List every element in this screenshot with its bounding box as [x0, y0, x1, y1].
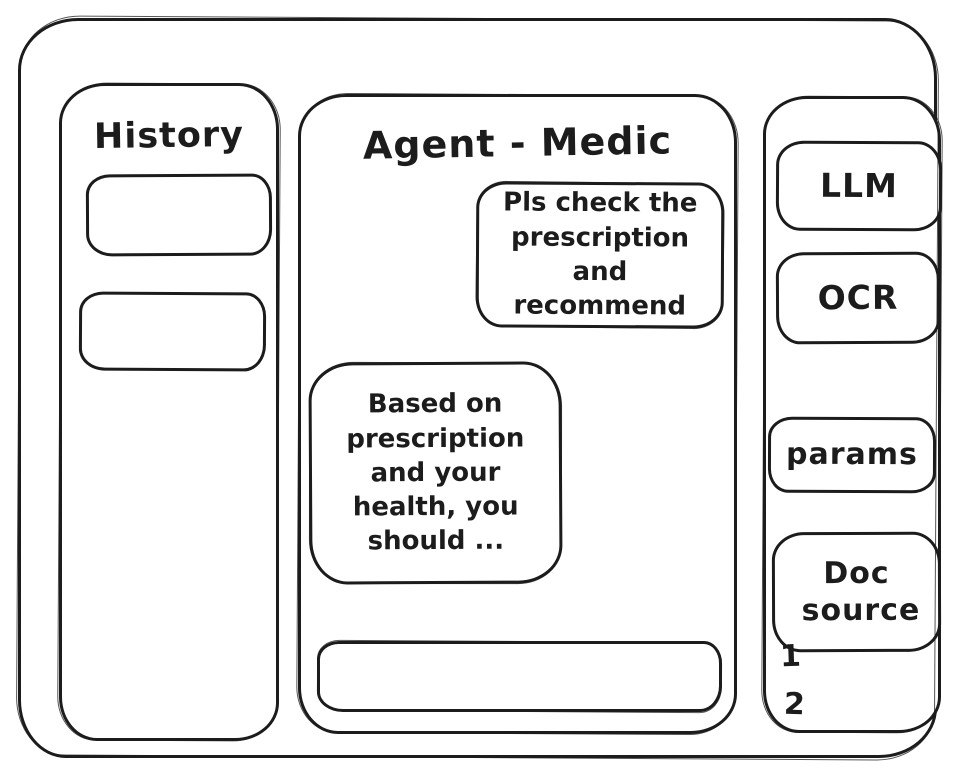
- assistant-message-bubble: Based on prescription and your health, y…: [308, 361, 563, 585]
- message-input[interactable]: [317, 641, 722, 712]
- history-item[interactable]: [85, 173, 273, 257]
- doc-source-button-label: Doc source: [801, 555, 921, 629]
- ocr-button[interactable]: OCR: [775, 251, 941, 345]
- history-title: History: [93, 114, 245, 158]
- user-message-bubble: Pls check the prescription and recommend: [475, 181, 725, 329]
- history-sidebar: History: [59, 83, 279, 741]
- doc-source-item-2[interactable]: 2: [783, 686, 806, 723]
- assistant-message-text: Based on prescription and your health, y…: [346, 388, 525, 557]
- doc-source-button[interactable]: Doc source: [771, 531, 942, 653]
- app-window-frame: History Agent - Medic Pls check the pres…: [18, 18, 943, 758]
- llm-button[interactable]: LLM: [775, 140, 943, 232]
- chat-panel: Agent - Medic Pls check the prescription…: [298, 94, 737, 734]
- params-button[interactable]: params: [767, 416, 937, 494]
- doc-source-item-1[interactable]: 1: [779, 638, 802, 675]
- history-item[interactable]: [78, 291, 267, 372]
- chat-title: Agent - Medic: [362, 118, 673, 168]
- tools-sidebar: LLM OCR params Doc source 1 2: [763, 96, 943, 733]
- user-message-text: Pls check the prescription and recommend: [502, 187, 698, 322]
